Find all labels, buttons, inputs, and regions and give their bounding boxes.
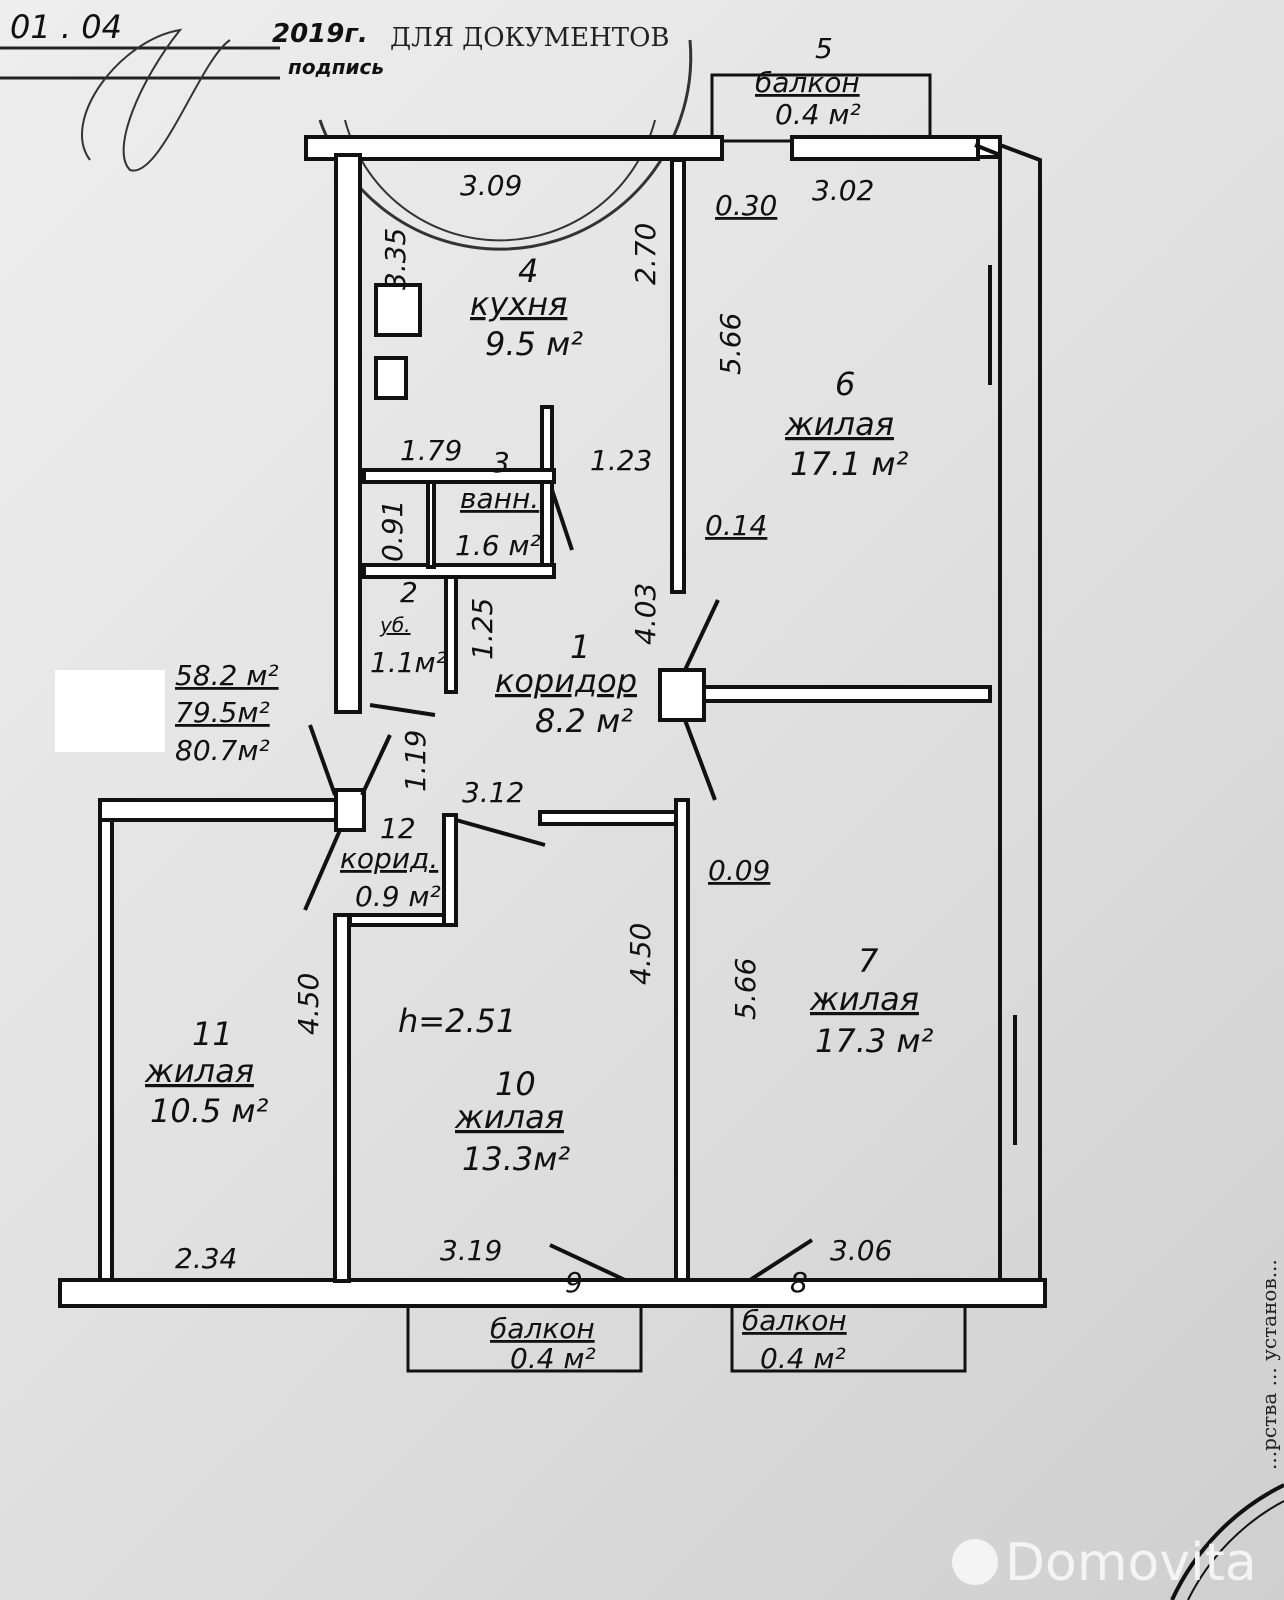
svg-text:17.1 м²: 17.1 м² bbox=[790, 445, 909, 483]
svg-text:жилая: жилая bbox=[809, 980, 919, 1018]
year-text: 2019г. bbox=[272, 19, 368, 49]
svg-text:коридор: коридор bbox=[495, 662, 637, 700]
dim: 0.09 bbox=[708, 854, 770, 887]
dim: 4.50 bbox=[624, 923, 657, 985]
dim: 4.03 bbox=[629, 583, 662, 645]
svg-text:8: 8 bbox=[790, 1266, 808, 1299]
room-5: 5 балкон 0.4 м² bbox=[755, 32, 861, 131]
svg-text:1.1м²: 1.1м² bbox=[370, 646, 447, 679]
signature-label: подпись bbox=[288, 55, 384, 79]
dim: 5.66 bbox=[729, 958, 762, 1020]
bottom-stamp: ...рства ... установ... bbox=[1170, 1259, 1284, 1600]
svg-text:9.5 м²: 9.5 м² bbox=[485, 325, 583, 363]
dim: 0.14 bbox=[705, 509, 767, 542]
total-area-with-balconies: 80.7м² bbox=[175, 734, 270, 767]
dim: 1.25 bbox=[466, 598, 499, 660]
room-4: 4 кухня 9.5 м² bbox=[470, 252, 583, 363]
svg-text:0.4 м²: 0.4 м² bbox=[775, 98, 861, 131]
ceiling-height: h=2.51 bbox=[398, 1002, 516, 1040]
svg-text:10: 10 bbox=[495, 1065, 536, 1103]
room-9: 9 балкон 0.4 м² bbox=[490, 1266, 596, 1375]
room-11: 11 жилая 10.5 м² bbox=[144, 1015, 269, 1130]
room-3: 3 ванн. 1.6 м² bbox=[455, 446, 541, 562]
dim: 3.06 bbox=[830, 1234, 892, 1267]
dim: 3.19 bbox=[440, 1234, 502, 1267]
svg-text:5: 5 bbox=[815, 32, 833, 65]
svg-text:17.3 м²: 17.3 м² bbox=[815, 1022, 934, 1060]
dim: 1.23 bbox=[590, 444, 652, 477]
svg-text:0.9 м²: 0.9 м² bbox=[355, 880, 441, 913]
dim: 3.02 bbox=[812, 174, 874, 207]
bottom-stamp-text: ...рства ... установ... bbox=[1257, 1259, 1281, 1470]
svg-text:корид.: корид. bbox=[340, 842, 438, 875]
room-10: 10 жилая 13.3м² bbox=[454, 1065, 570, 1178]
room-7: 7 жилая 17.3 м² bbox=[809, 942, 934, 1060]
total-area: 79.5м² bbox=[175, 696, 270, 729]
document-stamp: ДЛЯ ДОКУМЕНТОВ bbox=[318, 23, 693, 251]
svg-text:11: 11 bbox=[192, 1015, 233, 1053]
watermark-logo-icon bbox=[952, 1539, 998, 1585]
svg-text:жилая: жилая bbox=[454, 1098, 564, 1136]
dim: 2.34 bbox=[175, 1242, 237, 1275]
svg-text:балкон: балкон bbox=[742, 1304, 847, 1337]
room-6: 6 жилая 17.1 м² bbox=[784, 365, 909, 483]
room-12: 12 корид. 0.9 м² bbox=[340, 812, 441, 913]
svg-text:0.4 м²: 0.4 м² bbox=[760, 1342, 846, 1375]
room-2: 2 уб. 1.1м² bbox=[370, 576, 447, 679]
svg-text:жилая: жилая bbox=[144, 1052, 254, 1090]
svg-text:3: 3 bbox=[492, 446, 510, 479]
walls bbox=[58, 135, 1047, 1309]
svg-text:7: 7 bbox=[858, 942, 879, 980]
svg-text:4: 4 bbox=[518, 252, 538, 290]
dim: 3.12 bbox=[462, 776, 524, 809]
dim: 3.09 bbox=[460, 169, 522, 202]
dim: 1.19 bbox=[399, 730, 432, 792]
room-1: 1 коридор 8.2 м² bbox=[495, 628, 637, 740]
svg-text:0.4 м²: 0.4 м² bbox=[510, 1342, 596, 1375]
dim: 0.91 bbox=[376, 500, 409, 562]
svg-text:ванн.: ванн. bbox=[460, 482, 539, 515]
dim: 5.66 bbox=[714, 313, 747, 375]
signature-block: 01 . 04 2019г. подпись bbox=[0, 8, 384, 172]
date-text: 01 . 04 bbox=[10, 8, 122, 46]
redaction-box bbox=[55, 670, 165, 752]
area-totals: 58.2 м² 79.5м² 80.7м² bbox=[175, 659, 279, 767]
dim: 0.30 bbox=[715, 189, 777, 222]
stamp-text: ДЛЯ ДОКУМЕНТОВ bbox=[390, 23, 670, 53]
svg-text:9: 9 bbox=[565, 1266, 583, 1299]
svg-text:8.2 м²: 8.2 м² bbox=[535, 702, 633, 740]
svg-text:1: 1 bbox=[570, 628, 590, 666]
watermark-text: Domovita bbox=[1005, 1533, 1257, 1593]
dimensions: 3.09 0.30 3.02 3.35 2.70 5.66 1.79 1.23 … bbox=[175, 169, 892, 1275]
svg-text:10.5 м²: 10.5 м² bbox=[150, 1092, 269, 1130]
svg-text:балкон: балкон bbox=[755, 66, 860, 99]
signature bbox=[81, 28, 231, 172]
svg-text:13.3м²: 13.3м² bbox=[462, 1140, 570, 1178]
watermark: Domovita bbox=[952, 1533, 1257, 1593]
dim: 3.35 bbox=[379, 228, 412, 290]
svg-text:жилая: жилая bbox=[784, 405, 894, 443]
svg-text:балкон: балкон bbox=[490, 1312, 595, 1345]
room-8: 8 балкон 0.4 м² bbox=[742, 1266, 847, 1375]
dim: 4.50 bbox=[292, 973, 325, 1035]
svg-text:2: 2 bbox=[400, 576, 418, 609]
dim: 2.70 bbox=[629, 223, 662, 285]
svg-text:кухня: кухня bbox=[470, 285, 567, 323]
living-area: 58.2 м² bbox=[175, 659, 279, 692]
svg-text:12: 12 bbox=[380, 812, 416, 845]
dim: 1.79 bbox=[400, 434, 462, 467]
svg-text:6: 6 bbox=[835, 365, 855, 403]
svg-text:1.6 м²: 1.6 м² bbox=[455, 529, 541, 562]
svg-text:уб.: уб. bbox=[379, 613, 411, 637]
